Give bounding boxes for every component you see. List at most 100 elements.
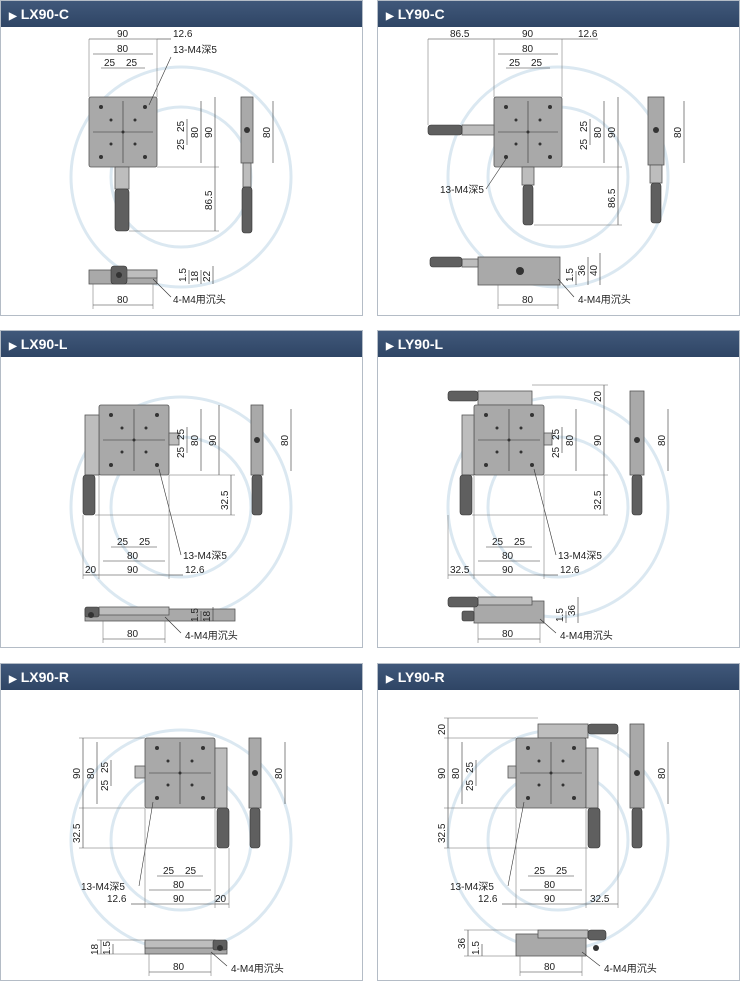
- dim-v32-5: 32.5: [437, 823, 448, 843]
- dim-h1-5: 1.5: [565, 268, 576, 282]
- dim-b80: 80: [522, 295, 534, 306]
- dim-v25a: 25: [100, 761, 111, 773]
- holes-note: 13-M4深5: [81, 881, 125, 893]
- dim-25a: 25: [509, 58, 521, 69]
- dim-80: 80: [544, 880, 556, 891]
- holes-note: 13-M4深5: [183, 550, 227, 562]
- panel-title: LY90-R: [397, 669, 445, 685]
- dim-h1-5: 1.5: [102, 941, 113, 955]
- dim-20: 20: [85, 565, 97, 576]
- panel-title: LY90-L: [397, 336, 444, 352]
- dim-25a: 25: [104, 58, 116, 69]
- dim-h18: 18: [190, 270, 201, 282]
- dim-v80: 80: [451, 767, 462, 779]
- side-dim-80: 80: [274, 767, 285, 779]
- dim-v32-5: 32.5: [72, 823, 83, 843]
- dim-v25b: 25: [465, 779, 476, 791]
- dim-v86-5: 86.5: [607, 188, 618, 208]
- dim-v25a: 25: [465, 761, 476, 773]
- dim-25a: 25: [492, 537, 504, 548]
- dim-v80: 80: [565, 434, 576, 446]
- dim-90: 90: [127, 565, 139, 576]
- dim-v25a: 25: [579, 120, 590, 132]
- dim-12-6: 12.6: [107, 894, 127, 905]
- dim-25a: 25: [534, 866, 546, 877]
- dim-v25b: 25: [176, 446, 187, 458]
- side-dim-80: 80: [657, 767, 668, 779]
- dim-v32-5: 32.5: [593, 490, 604, 510]
- panel-title: LX90-R: [20, 669, 69, 685]
- holes-note: 13-M4深5: [450, 881, 494, 893]
- dim-h1-5: 1.5: [178, 268, 189, 282]
- dim-25b: 25: [185, 866, 197, 877]
- dim-25b: 25: [531, 58, 543, 69]
- dim-v32-5: 32.5: [220, 490, 231, 510]
- dim-25a: 25: [163, 866, 175, 877]
- countersink-note: 4-M4用沉头: [231, 962, 284, 975]
- dim-b80: 80: [502, 629, 514, 640]
- holes-note: 13-M4深5: [440, 184, 484, 196]
- dim-v25a: 25: [176, 428, 187, 440]
- dim-v90: 90: [208, 434, 219, 446]
- triangle-icon: ▶: [9, 11, 17, 22]
- panel-header: ▶LX90-C: [1, 1, 362, 27]
- dim-80: 80: [522, 44, 534, 55]
- dim-v25b: 25: [579, 138, 590, 150]
- panel-header: ▶LY90-C: [378, 1, 739, 27]
- dim-90: 90: [173, 894, 185, 905]
- dim-90: 90: [117, 29, 129, 40]
- panel-title: LX90-C: [20, 6, 69, 22]
- dim-b80: 80: [117, 295, 129, 306]
- triangle-icon: ▶: [9, 674, 17, 685]
- dim-v25b: 25: [176, 138, 187, 150]
- countersink-note: 4-M4用沉头: [185, 629, 238, 642]
- dim-v90: 90: [593, 434, 604, 446]
- dim-h1-5: 1.5: [190, 608, 201, 622]
- dim-25a: 25: [117, 537, 129, 548]
- dim-12-6: 12.6: [578, 29, 598, 40]
- triangle-icon: ▶: [386, 341, 394, 352]
- dim-b80: 80: [173, 962, 185, 973]
- dim-v25b: 25: [551, 446, 562, 458]
- brand-watermark-icon: [446, 395, 670, 619]
- dim-v25a: 25: [176, 120, 187, 132]
- dim-h36: 36: [577, 264, 588, 276]
- holes-note: 13-M4深5: [173, 44, 217, 56]
- triangle-icon: ▶: [9, 341, 17, 352]
- dim-v90: 90: [607, 126, 618, 138]
- triangle-icon: ▶: [386, 674, 394, 685]
- dim-b80: 80: [127, 629, 139, 640]
- dim-h1-5: 1.5: [555, 608, 566, 622]
- countersink-note: 4-M4用沉头: [173, 293, 226, 306]
- dim-h36: 36: [457, 937, 468, 949]
- dim-12-6: 12.6: [478, 894, 498, 905]
- dim-v25b: 25: [100, 779, 111, 791]
- dim-v80: 80: [593, 126, 604, 138]
- countersink-note: 4-M4用沉头: [578, 293, 631, 306]
- dim-h1-5: 1.5: [471, 941, 482, 955]
- dim-25b: 25: [126, 58, 138, 69]
- countersink-note: 4-M4用沉头: [604, 962, 657, 975]
- dim-v80: 80: [190, 126, 201, 138]
- dim-h36: 36: [567, 604, 578, 616]
- dim-b80: 80: [544, 962, 556, 973]
- panel-title: LX90-L: [20, 336, 68, 352]
- dim-v25a: 25: [551, 428, 562, 440]
- dim-v86-5: 86.5: [204, 190, 215, 210]
- dim-h18: 18: [202, 610, 213, 622]
- side-dim-80: 80: [280, 434, 291, 446]
- dim-80: 80: [173, 880, 185, 891]
- dim-25b: 25: [556, 866, 568, 877]
- dim-86-5: 86.5: [450, 29, 470, 40]
- dim-h40: 40: [589, 264, 600, 276]
- dim-v20: 20: [437, 723, 448, 735]
